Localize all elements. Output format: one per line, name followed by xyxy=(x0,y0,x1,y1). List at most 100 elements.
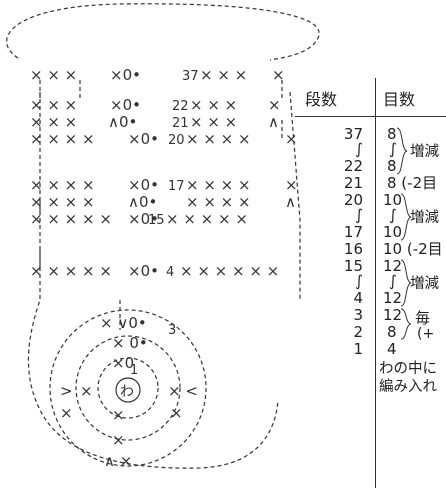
row-label: 15 xyxy=(343,257,363,275)
row-17-label: 17 xyxy=(168,179,185,194)
connector-lines xyxy=(39,80,283,330)
brace-icon xyxy=(396,127,408,175)
footnote-line-2: 編み入れ xyxy=(379,379,437,395)
svg-text:× × × ×: × × × × xyxy=(186,193,251,211)
magic-ring-label: わ xyxy=(120,384,134,400)
row-label: 21 xyxy=(343,174,363,192)
row-22-label: 22 xyxy=(172,99,189,114)
svg-text:× × × ×: × × × × xyxy=(186,130,251,148)
svg-text:×: × xyxy=(60,404,73,422)
row-label: 20 xyxy=(343,191,363,209)
svg-text:>: > xyxy=(60,382,73,400)
stitch-symbols: × × ××0• 37 × × ×× × × ××0• 22 × × ×× × … xyxy=(30,66,298,470)
svg-text:×: × xyxy=(80,382,93,400)
stitch-count: 12 xyxy=(383,257,403,275)
svg-text:× × × × ×: × × × × × xyxy=(30,210,112,228)
footnote-line-1: わの中に xyxy=(379,361,437,377)
row-label: 4 xyxy=(353,289,363,307)
svg-text:×: × xyxy=(285,130,298,148)
stitch-count: 10 xyxy=(383,191,403,209)
base-ring-mid xyxy=(75,335,181,441)
row-15-label: 15 xyxy=(148,213,165,228)
stitch-count: 8 (-2目 xyxy=(387,174,438,192)
svg-text:×0•: ×0• xyxy=(110,66,141,84)
increase-note: 増減 xyxy=(410,276,439,292)
svg-text:×: × xyxy=(285,176,298,194)
svg-text:× × × ×: × × × × xyxy=(30,193,95,211)
svg-text:∧0•: ∧0• xyxy=(128,193,157,211)
rows-header: 段数 xyxy=(305,90,338,109)
row-label: 16 xyxy=(343,240,363,258)
row-label: 17 xyxy=(343,223,363,241)
row-37-label: 37 xyxy=(182,69,199,84)
svg-text:× × × ×: × × × × xyxy=(186,176,251,194)
row-label: 2 xyxy=(353,323,363,341)
svg-text:∧: ∧ xyxy=(268,113,279,131)
svg-text:∧ ×: ∧ × xyxy=(104,452,132,470)
column-divider xyxy=(375,78,376,488)
brace-icon xyxy=(400,193,412,241)
increase-note: 増減 xyxy=(410,144,439,160)
svg-text:× 0•: × 0• xyxy=(112,334,148,352)
base-ring-outer xyxy=(49,309,207,467)
svg-text:× × ×: × × × xyxy=(30,66,77,84)
svg-text:×0•: ×0• xyxy=(128,262,159,280)
every-round-note: 毎 xyxy=(415,309,431,327)
bag-left-outline xyxy=(27,92,279,469)
svg-text:×0: ×0 xyxy=(112,354,134,372)
row-label: 1 xyxy=(353,340,363,358)
svg-text:× × × ×: × × × × xyxy=(30,176,95,194)
increase-note: 増減 xyxy=(410,210,439,226)
handle-outline xyxy=(6,3,320,61)
header-divider xyxy=(295,116,446,117)
svg-text:×: × xyxy=(170,404,183,422)
stitch-count: 8 xyxy=(387,125,397,143)
brace-icon xyxy=(400,308,412,340)
stitch-count: 12 xyxy=(383,306,403,324)
row-20-label: 20 xyxy=(168,133,185,148)
plus-note: (+ xyxy=(417,326,435,342)
row-21-label: 21 xyxy=(172,116,189,131)
svg-text:×: × xyxy=(112,406,125,424)
svg-text:×: × xyxy=(272,66,285,84)
svg-text:× × ×: × × × xyxy=(200,66,247,84)
svg-text:× × × × ×: × × × × × xyxy=(166,210,248,228)
brace-icon xyxy=(400,259,412,307)
svg-text:∧: ∧ xyxy=(285,193,296,211)
stitch-count: 8 xyxy=(387,323,397,341)
svg-text:× × ×: × × × xyxy=(30,113,77,131)
row-4-label: 4 xyxy=(166,265,174,280)
stitch-count: ∫ xyxy=(389,140,397,158)
row-label: ∫ xyxy=(355,206,363,224)
stitch-count: 8 xyxy=(387,157,397,175)
magic-ring-circle xyxy=(115,377,141,403)
svg-text:∧0•: ∧0• xyxy=(108,113,137,131)
svg-text:× × ×: × × × xyxy=(190,96,237,114)
svg-text:×0•: ×0• xyxy=(110,96,141,114)
row-3-label: 3 xyxy=(168,323,176,338)
row-label: 37 xyxy=(343,125,363,143)
stitch-count: 10 (-2目 xyxy=(383,240,443,258)
svg-text:× × × ×: × × × × xyxy=(30,130,95,148)
stitch-count: ∫ xyxy=(389,206,397,224)
svg-text:×0•: ×0• xyxy=(128,130,159,148)
stitch-count: 12 xyxy=(383,289,403,307)
stitch-count: 4 xyxy=(387,340,397,358)
base-ring-inner xyxy=(97,357,159,419)
row-label: ∫ xyxy=(355,272,363,290)
stitch-count-table: 段数 目数 37 ∫ 22 21 20 ∫ 17 16 15 ∫ 4 3 2 1… xyxy=(295,78,446,488)
row-1-label: 1 xyxy=(130,363,138,378)
stitch-count: 10 xyxy=(383,223,403,241)
stitches-header: 目数 xyxy=(383,90,416,109)
row-label: ∫ xyxy=(355,140,363,158)
svg-text:×: × xyxy=(268,96,281,114)
svg-text:×: × xyxy=(112,431,125,449)
svg-text:× ∨0•: × ∨0• xyxy=(100,314,147,332)
bag-right-outline xyxy=(289,91,301,300)
svg-text:× × ×: × × × xyxy=(30,96,77,114)
svg-text:×0•: ×0• xyxy=(128,210,159,228)
row-label: 22 xyxy=(343,157,363,175)
svg-text:× <: × < xyxy=(168,382,198,400)
stitch-count: ∫ xyxy=(389,272,397,290)
